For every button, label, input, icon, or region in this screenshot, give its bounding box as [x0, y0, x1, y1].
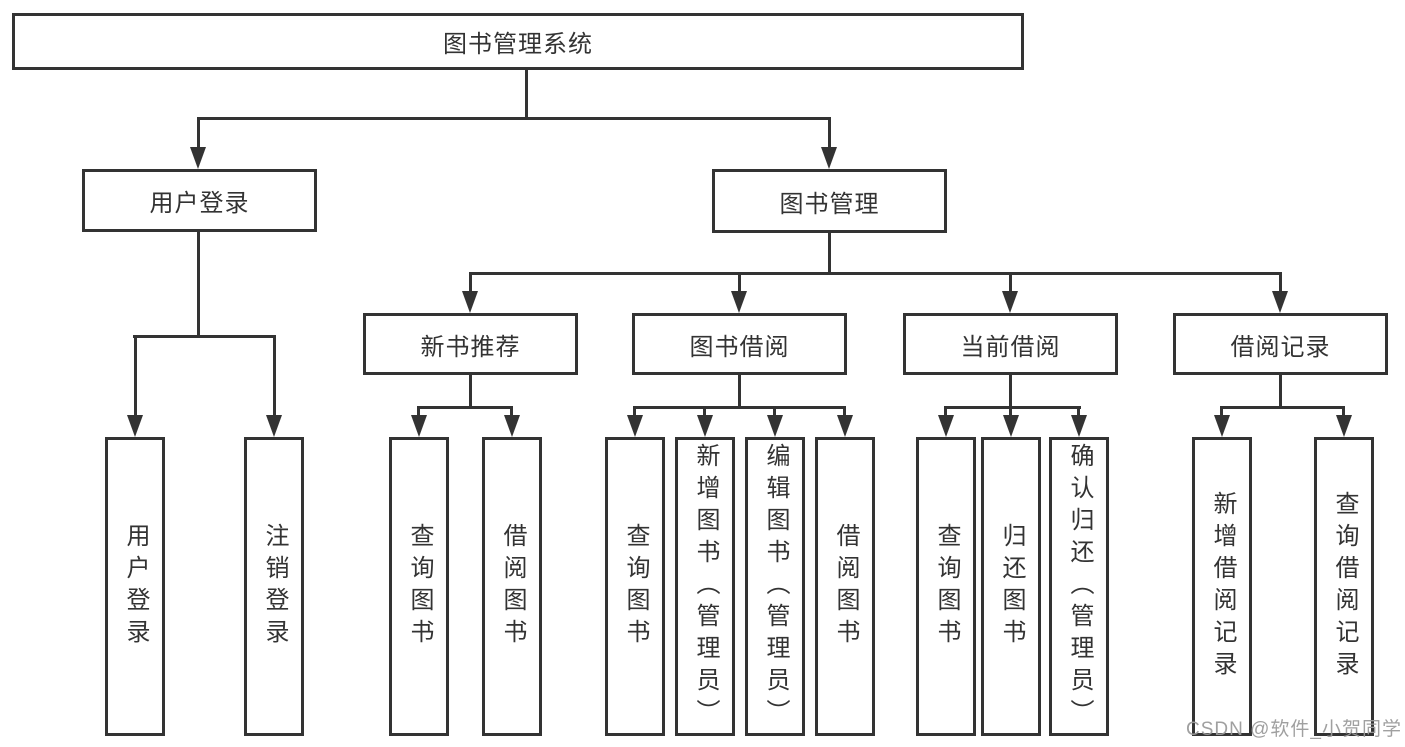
leaf-return-books: 归还图书 — [981, 437, 1041, 736]
arrowhead — [1336, 415, 1352, 437]
connector-drop-leaf — [510, 407, 513, 419]
arrowhead — [462, 291, 478, 313]
leaf-label: 借阅图书 — [832, 522, 859, 651]
leaf-label: 借阅图书 — [499, 522, 526, 651]
leaf-label: 查询图书 — [622, 522, 649, 651]
arrowhead — [627, 415, 643, 437]
connector-drop-group — [1009, 273, 1012, 295]
arrowhead — [938, 415, 954, 437]
connector-group4-hline — [1220, 406, 1345, 409]
csdn-watermark: CSDN @软件_小贺同学 — [1186, 719, 1402, 740]
leaf-add-borrow-record: 新增借阅记录 — [1192, 437, 1252, 736]
arrowhead — [1071, 415, 1087, 437]
leaf-query-borrow-record: 查询借阅记录 — [1314, 437, 1374, 736]
connector-user-login-stem — [197, 232, 200, 338]
connector-drop-book-mgmt — [828, 118, 831, 150]
leaf-query-books-borrow: 查询图书 — [605, 437, 665, 736]
node-label: 当前借阅 — [960, 333, 1061, 361]
connector-user-login-hline — [133, 335, 276, 338]
leaf-user-login: 用户登录 — [105, 437, 165, 736]
connector-drop-leaf — [703, 407, 706, 419]
arrowhead — [731, 291, 747, 313]
connector-group1-hline — [417, 406, 513, 409]
leaf-borrow-books: 借阅图书 — [815, 437, 875, 736]
connector-drop-leaf — [1077, 407, 1080, 419]
node-label: 新书推荐 — [420, 333, 521, 361]
node-current-borrow: 当前借阅 — [903, 313, 1118, 375]
connector-drop-leaf — [773, 407, 776, 419]
arrowhead — [1272, 291, 1288, 313]
leaf-label: 查询借阅记录 — [1331, 490, 1358, 683]
leaf-label: 新增图书（管理员） — [692, 442, 719, 731]
node-label: 图书借阅 — [689, 333, 790, 361]
arrowhead — [190, 147, 206, 169]
arrowhead — [411, 415, 427, 437]
arrowhead — [504, 415, 520, 437]
connector-drop-leaf — [1220, 407, 1223, 419]
connector-drop-leaf — [944, 407, 947, 419]
node-book-management: 图书管理 — [712, 169, 947, 233]
leaf-add-books-admin: 新增图书（管理员） — [675, 437, 735, 736]
connector-book-mgmt-stem — [828, 233, 831, 275]
arrowhead — [127, 415, 143, 437]
connector-drop-leaf — [1342, 407, 1345, 419]
leaf-label: 新增借阅记录 — [1209, 490, 1236, 683]
arrowhead — [1214, 415, 1230, 437]
connector-drop-group — [469, 273, 472, 295]
connector-drop-group — [738, 273, 741, 295]
connector-root-stem — [525, 70, 528, 120]
leaf-edit-books-admin: 编辑图书（管理员） — [745, 437, 805, 736]
leaf-label: 注销登录 — [261, 522, 288, 651]
node-label: 用户登录 — [149, 190, 250, 217]
connector-group4-stem — [1279, 375, 1282, 409]
arrowhead — [266, 415, 282, 437]
connector-drop-leaf — [273, 336, 276, 420]
node-user-login: 用户登录 — [82, 169, 317, 232]
connector-book-mgmt-hline — [469, 272, 1282, 275]
node-label: 图书管理 — [779, 190, 880, 218]
connector-drop-leaf — [633, 407, 636, 419]
leaf-label: 用户登录 — [122, 522, 149, 651]
node-label: 图书管理系统 — [443, 31, 593, 58]
arrowhead — [1002, 291, 1018, 313]
connector-group3-hline — [944, 406, 1081, 409]
leaf-query-books-current: 查询图书 — [916, 437, 976, 736]
connector-group3-stem — [1009, 375, 1012, 409]
leaf-label: 编辑图书（管理员） — [762, 442, 789, 731]
node-new-book-recommend: 新书推荐 — [363, 313, 578, 375]
leaf-logout: 注销登录 — [244, 437, 304, 736]
leaf-label: 归还图书 — [998, 522, 1025, 651]
node-borrow-records: 借阅记录 — [1173, 313, 1388, 375]
connector-drop-leaf — [134, 336, 137, 420]
connector-drop-leaf — [843, 407, 846, 419]
leaf-label: 确认归还（管理员） — [1066, 442, 1093, 731]
connector-drop-group — [1279, 273, 1282, 295]
leaf-borrow-books-recommend: 借阅图书 — [482, 437, 542, 736]
leaf-query-books-recommend: 查询图书 — [389, 437, 449, 736]
connector-group2-hline — [633, 406, 846, 409]
arrowhead — [1003, 415, 1019, 437]
node-library-management-system: 图书管理系统 — [12, 13, 1024, 70]
connector-drop-leaf — [1009, 407, 1012, 419]
arrowhead — [767, 415, 783, 437]
leaf-label: 查询图书 — [406, 522, 433, 651]
connector-drop-leaf — [417, 407, 420, 419]
arrowhead — [837, 415, 853, 437]
leaf-confirm-return-admin: 确认归还（管理员） — [1049, 437, 1109, 736]
node-label: 借阅记录 — [1230, 333, 1331, 361]
arrowhead — [821, 147, 837, 169]
connector-group2-stem — [738, 375, 741, 409]
connector-drop-user-login — [197, 118, 200, 150]
connector-root-hline — [197, 117, 831, 120]
connector-group1-stem — [469, 375, 472, 409]
node-book-borrow: 图书借阅 — [632, 313, 847, 375]
arrowhead — [697, 415, 713, 437]
leaf-label: 查询图书 — [933, 522, 960, 651]
